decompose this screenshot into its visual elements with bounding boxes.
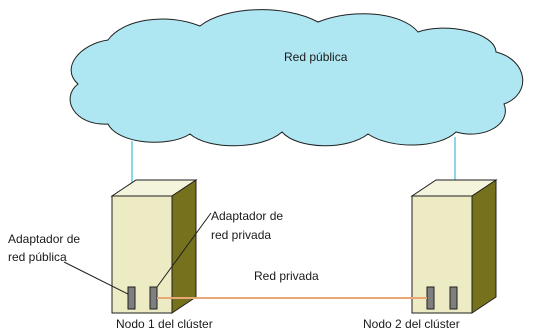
cluster-node-2 bbox=[410, 179, 498, 314]
node1-front bbox=[111, 195, 173, 314]
node1-public-adapter-port bbox=[127, 286, 136, 310]
public-adapter-label: Adaptador de red pública bbox=[8, 232, 83, 264]
node1-side bbox=[171, 179, 197, 314]
public-adapter-label-line2: red pública bbox=[8, 250, 67, 264]
node2-private-adapter-port bbox=[426, 286, 435, 310]
node2-caption: Nodo 2 del clúster bbox=[363, 317, 460, 331]
node1-caption: Nodo 1 del clúster bbox=[116, 317, 213, 331]
public-adapter-leader bbox=[63, 261, 129, 295]
node2-side bbox=[471, 179, 497, 314]
public-adapter-label-line1: Adaptador de bbox=[8, 232, 80, 246]
public-network-cloud bbox=[69, 9, 523, 147]
private-adapter-leader bbox=[156, 212, 212, 288]
node1-private-adapter-port bbox=[149, 286, 158, 310]
private-adapter-label-line1: Adaptador de bbox=[211, 209, 283, 223]
private-adapter-label-line2: red privada bbox=[211, 228, 271, 242]
public-network-label: Red pública bbox=[284, 50, 348, 64]
private-network-label: Red privada bbox=[254, 269, 319, 283]
node2-front bbox=[411, 195, 473, 314]
private-adapter-label: Adaptador de red privada bbox=[211, 209, 286, 242]
cluster-node-1 bbox=[110, 179, 198, 314]
node2-public-adapter-port bbox=[449, 286, 458, 310]
